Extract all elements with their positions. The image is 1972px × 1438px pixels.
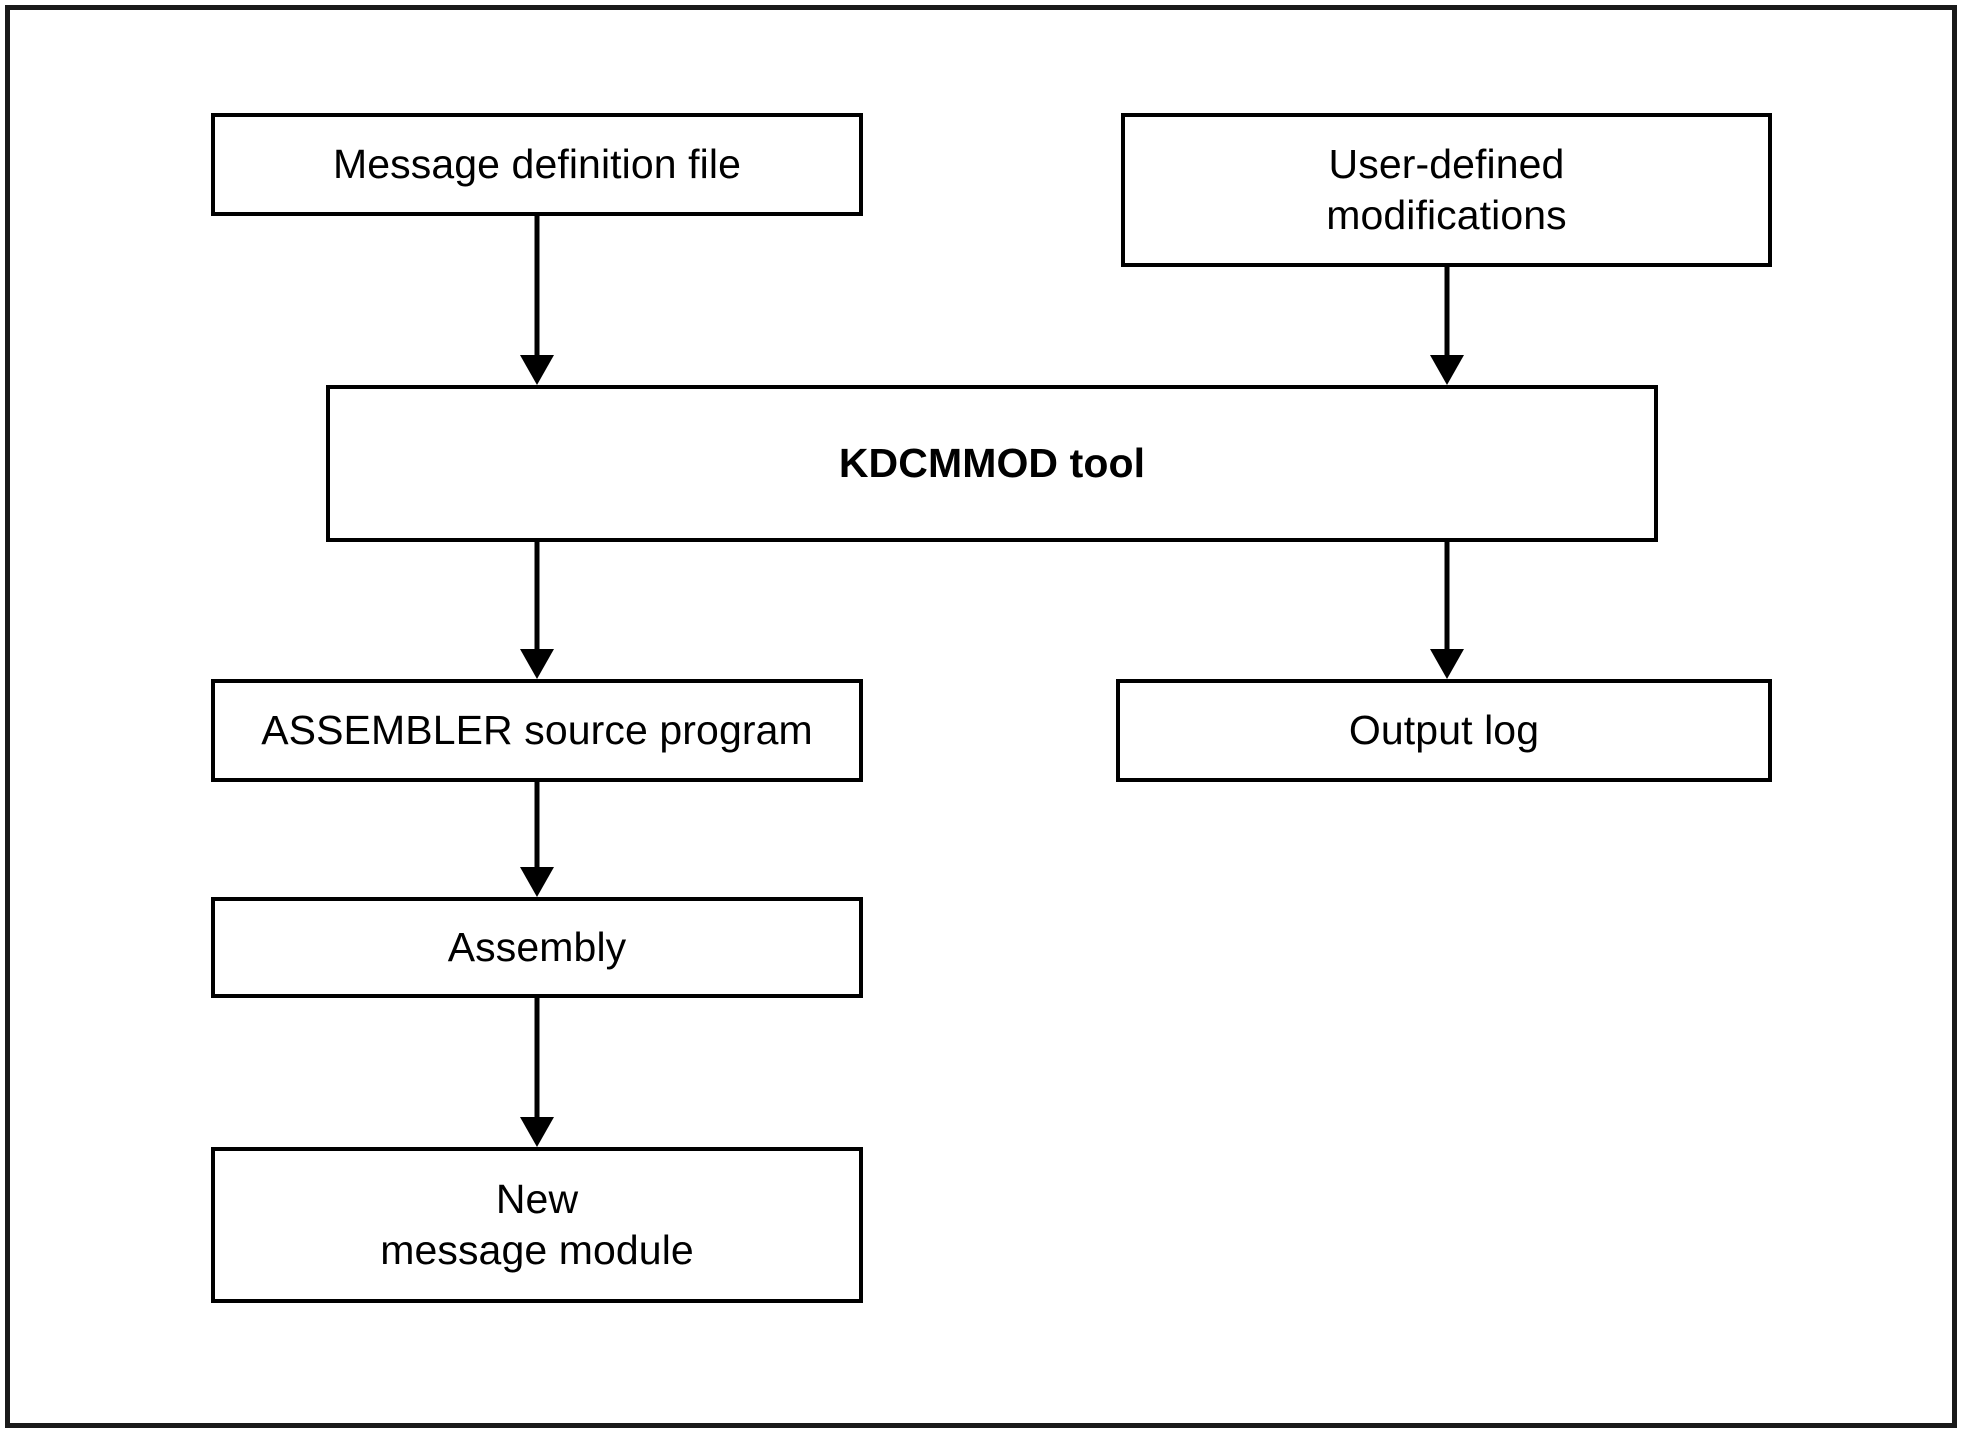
node-kdcmmod-tool: KDCMMOD tool — [326, 385, 1658, 542]
node-user-defined-modifications: User-defined modifications — [1121, 113, 1772, 267]
arrow-kdcmmod-to-outputlog — [1417, 542, 1477, 679]
node-label-assembly: Assembly — [447, 923, 627, 970]
arrow-msgdef-to-kdcmmod — [507, 216, 567, 385]
arrow-assembly-to-newmodule — [507, 998, 567, 1147]
node-output-log: Output log — [1116, 679, 1772, 782]
node-label-message-definition-file: Message definition file — [333, 140, 741, 187]
node-new-message-module: New message module — [211, 1147, 863, 1303]
node-label-user-defined-modifications: User-defined modifications — [1326, 140, 1567, 238]
node-assembler-source-program: ASSEMBLER source program — [211, 679, 863, 782]
node-label-new-message-module: New message module — [380, 1175, 694, 1273]
node-assembly: Assembly — [211, 897, 863, 998]
arrow-kdcmmod-to-assembler — [507, 542, 567, 679]
node-label-kdcmmod-tool: KDCMMOD tool — [838, 439, 1146, 486]
node-label-assembler-source-program: ASSEMBLER source program — [261, 706, 813, 753]
arrow-assembler-to-assembly — [507, 782, 567, 897]
arrow-usermod-to-kdcmmod — [1417, 267, 1477, 385]
node-message-definition-file: Message definition file — [211, 113, 863, 216]
node-label-output-log: Output log — [1348, 706, 1540, 753]
